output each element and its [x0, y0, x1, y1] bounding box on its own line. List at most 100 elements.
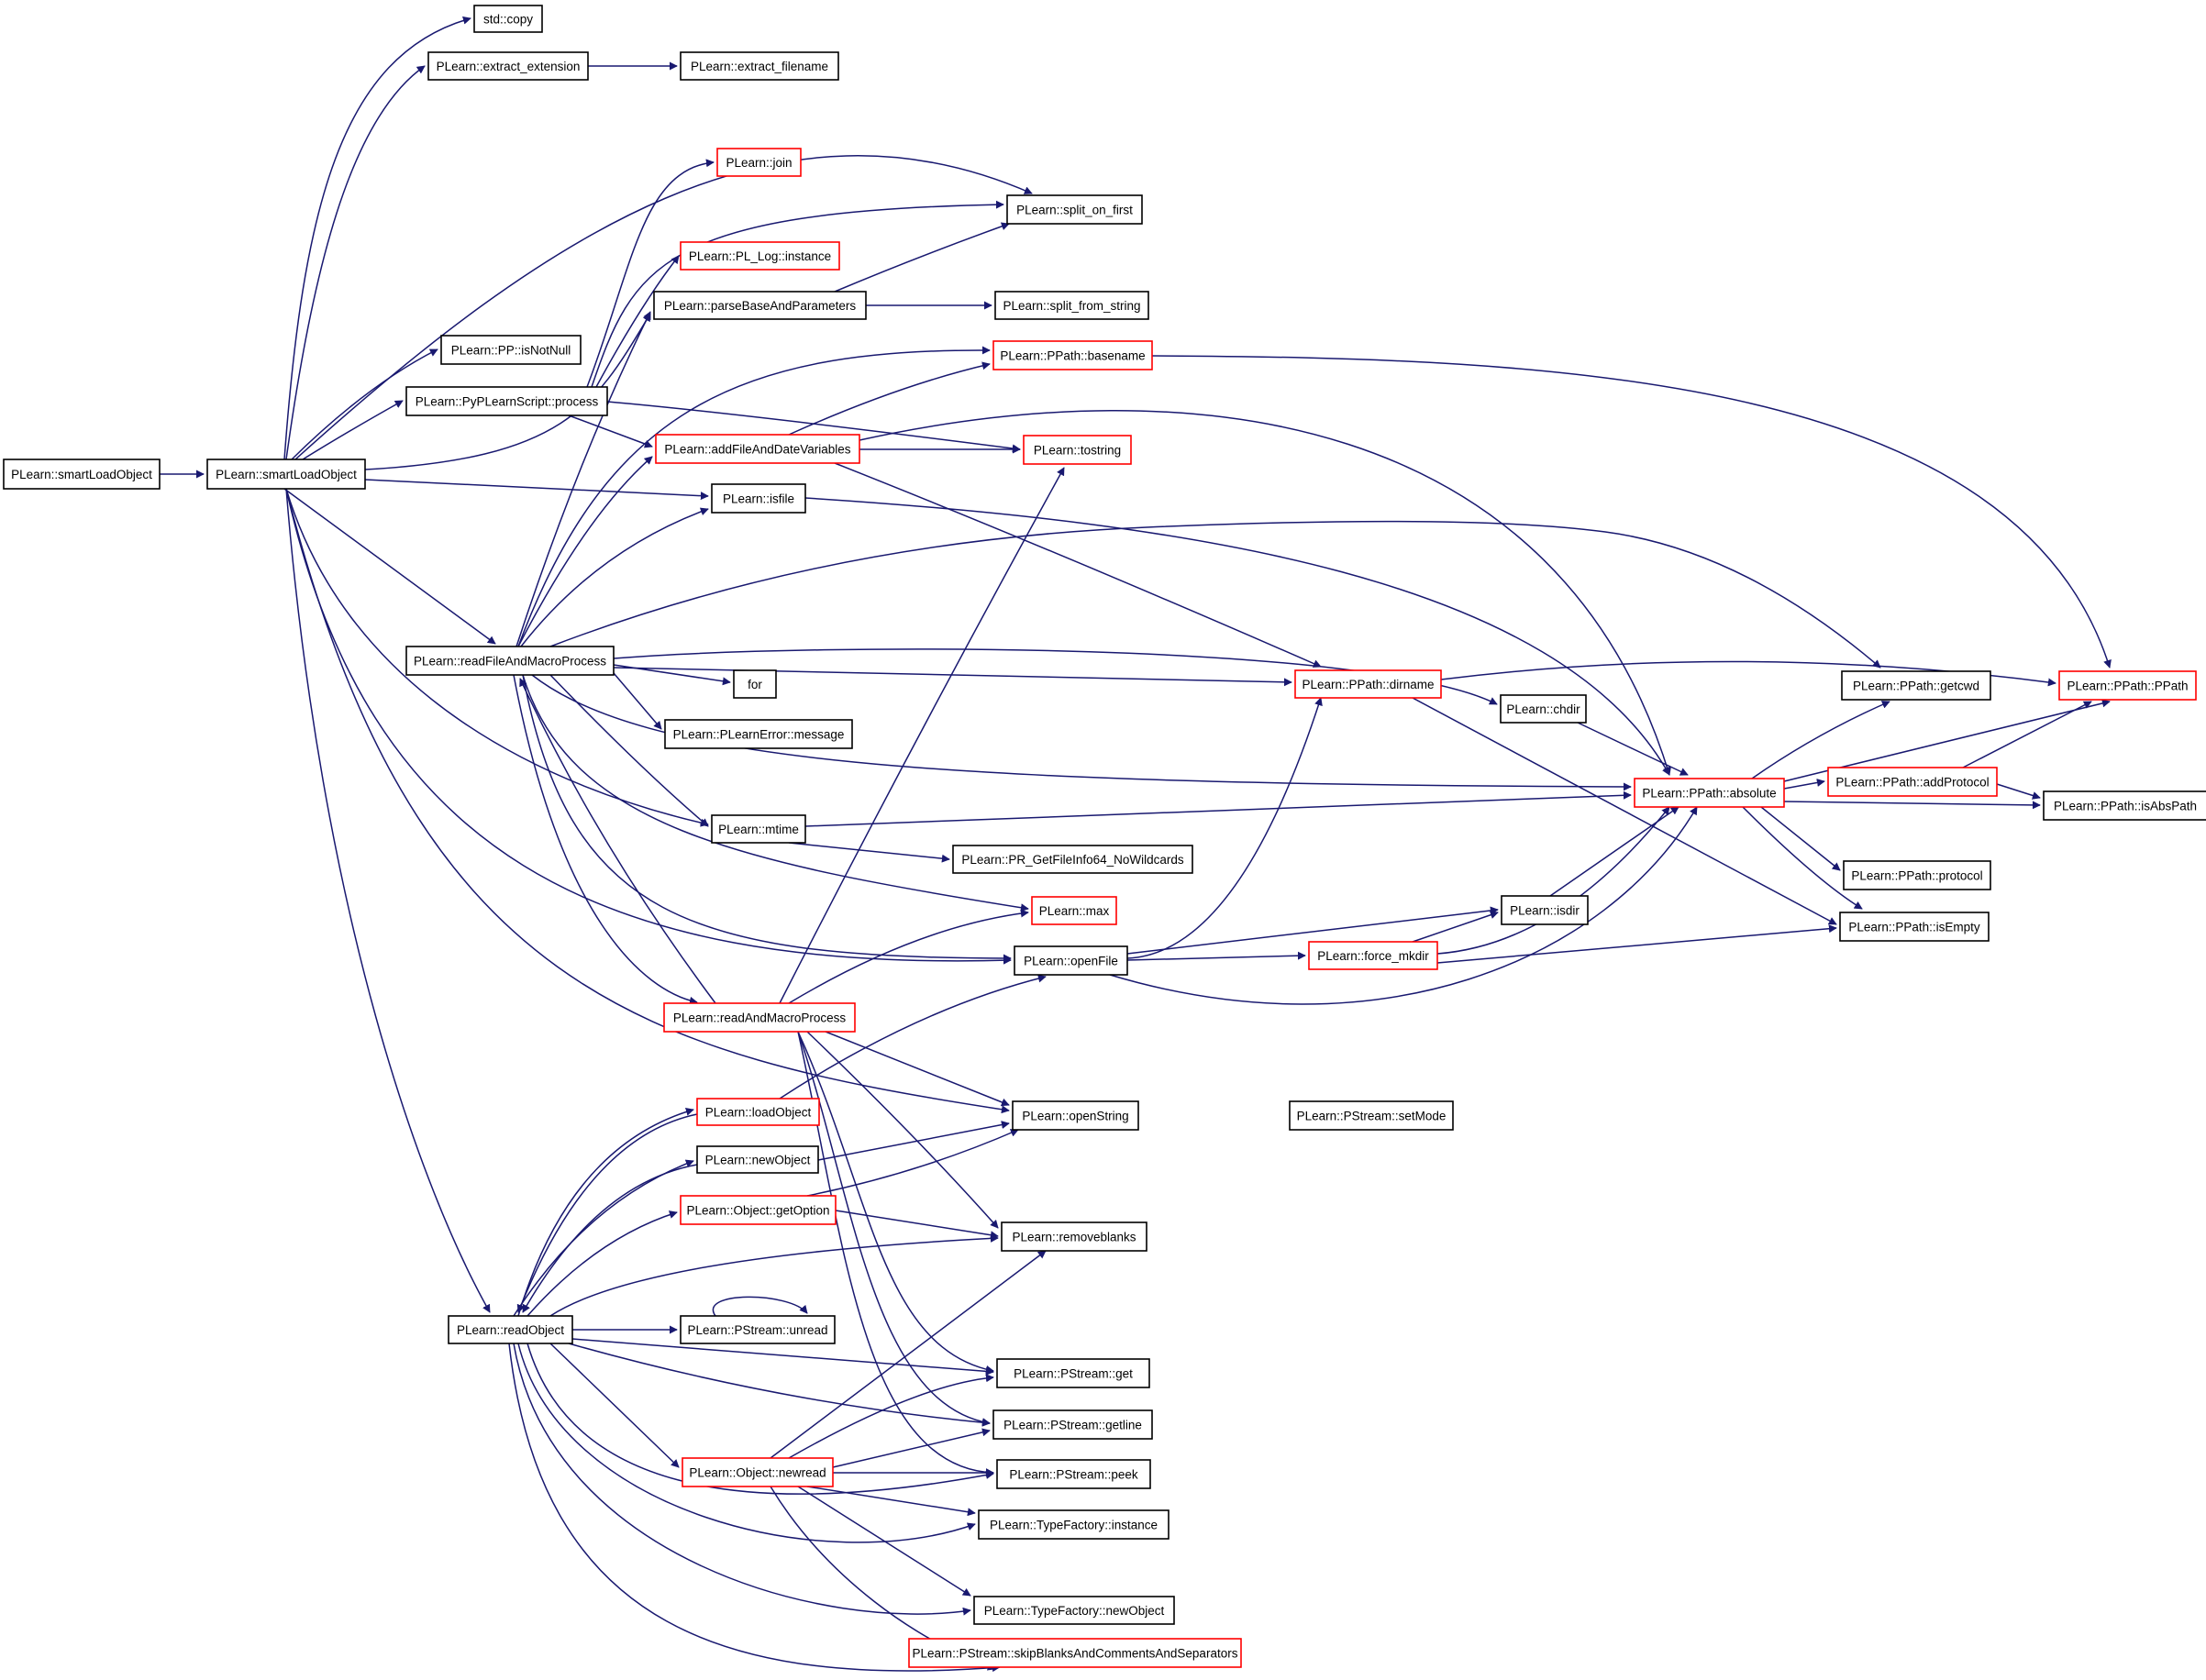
call-edge-slo-to-openstr: [285, 488, 1010, 1114]
function-node-slo[interactable]: PLearn::smartLoadObject: [206, 459, 366, 490]
call-edge-rfamp-to-basename: [517, 346, 991, 647]
call-edge-mtime-to-prget: [788, 842, 950, 863]
function-node-prget[interactable]: PLearn::PR_GetFileInfo64_NoWildcards: [952, 845, 1193, 874]
function-node-for[interactable]: for: [733, 669, 777, 699]
function-node-isdir[interactable]: PLearn::isdir: [1501, 895, 1589, 925]
function-node-tostring[interactable]: PLearn::tostring: [1023, 435, 1132, 465]
node-box: [664, 719, 853, 749]
node-label: PLearn::PPath::getcwd: [1853, 680, 1979, 693]
function-node-skip[interactable]: PLearn::PStream::skipBlanksAndCommentsAn…: [908, 1638, 1242, 1668]
node-label: PLearn::readObject: [457, 1323, 564, 1337]
node-box: [952, 845, 1193, 874]
call-edge-pyproc-to-tostring: [606, 401, 1021, 453]
node-label: PLearn::isdir: [1510, 904, 1580, 918]
function-node-tfinst[interactable]: PLearn::TypeFactory::instance: [978, 1509, 1170, 1540]
node-label: PLearn::removeblanks: [1012, 1231, 1136, 1244]
call-edge-rfamp-to-dirname: [613, 667, 1292, 687]
call-edge-readobj-to-get: [571, 1338, 994, 1376]
function-node-rfamp[interactable]: PLearn::readFileAndMacroProcess: [405, 646, 615, 676]
function-node-loadobj[interactable]: PLearn::loadObject: [696, 1098, 820, 1126]
call-edge-pyproc-to-addfdv: [568, 414, 653, 448]
function-node-split1[interactable]: PLearn::split_on_first: [1006, 194, 1143, 225]
function-node-rmblanks[interactable]: PLearn::removeblanks: [1001, 1221, 1147, 1252]
function-node-isabs[interactable]: PLearn::PPath::isAbsPath: [2043, 790, 2206, 821]
node-box: [1843, 860, 1991, 890]
function-node-protocol[interactable]: PLearn::PPath::protocol: [1843, 860, 1991, 890]
call-edge-basename-to-ppath: [1151, 355, 2112, 669]
call-edge-rfamp-to-addfdv: [517, 456, 653, 647]
node-box: [440, 335, 582, 365]
function-node-setmode[interactable]: PLearn::PStream::setMode: [1289, 1100, 1454, 1131]
function-node-newread[interactable]: PLearn::Object::newread: [682, 1457, 834, 1487]
call-edge-openfile-to-isdir: [1126, 906, 1499, 955]
node-label: PLearn::max: [1039, 904, 1110, 918]
node-label: PLearn::PR_GetFileInfo64_NoWildcards: [961, 853, 1184, 867]
function-node-dirname[interactable]: PLearn::PPath::dirname: [1294, 669, 1442, 699]
function-node-addfdv[interactable]: PLearn::addFileAndDateVariables: [655, 434, 860, 464]
function-node-getcwd[interactable]: PLearn::PPath::getcwd: [1841, 670, 1991, 701]
call-edge-addfdv-to-absolute: [859, 409, 1671, 776]
function-node-getline[interactable]: PLearn::PStream::getline: [992, 1409, 1153, 1440]
function-node-addproto[interactable]: PLearn::PPath::addProtocol: [1827, 767, 1998, 797]
call-edge-newread-to-tfinst: [806, 1486, 976, 1517]
call-edge-rfamp-to-plerr: [613, 672, 662, 730]
call-edge-openfile-to-dirname: [1126, 697, 1323, 959]
function-node-getopt[interactable]: PLearn::Object::getOption: [680, 1195, 837, 1225]
function-node-pbap[interactable]: PLearn::parseBaseAndParameters: [653, 291, 867, 320]
function-node-pyproc[interactable]: PLearn::PyPLearnScript::process: [405, 386, 608, 416]
call-edge-slo-to-split1: [294, 155, 1033, 460]
call-edge-absolute-to-protocol: [1760, 806, 1841, 871]
function-node-plog[interactable]: PLearn::PL_Log::instance: [680, 241, 840, 271]
node-label: PLearn::newObject: [705, 1154, 811, 1167]
function-node-max[interactable]: PLearn::max: [1031, 896, 1117, 925]
node-label: PLearn::parseBaseAndParameters: [664, 299, 857, 313]
function-node-newobj[interactable]: PLearn::newObject: [696, 1145, 819, 1174]
node-label: PLearn::PPath::protocol: [1851, 869, 1982, 883]
function-node-plerr[interactable]: PLearn::PLearnError::message: [664, 719, 853, 749]
node-label: PLearn::PyPLearnScript::process: [416, 395, 599, 409]
node-layer: PLearn::smartLoadObject PLearn::smartLoad…: [3, 5, 2206, 1668]
call-edge-newobj-to-openstr: [817, 1121, 1010, 1161]
function-node-chdir[interactable]: PLearn::chdir: [1500, 694, 1587, 724]
call-edge-absolute-to-getcwd: [1751, 701, 1890, 779]
function-node-absolute[interactable]: PLearn::PPath::absolute: [1634, 778, 1785, 808]
function-node-basename[interactable]: PLearn::PPath::basename: [992, 340, 1153, 370]
node-box: [1031, 896, 1117, 925]
function-node-openfile[interactable]: PLearn::openFile: [1014, 945, 1128, 976]
node-box: [405, 646, 615, 676]
function-node-readobj[interactable]: PLearn::readObject: [448, 1315, 573, 1344]
function-node-get[interactable]: PLearn::PStream::get: [996, 1358, 1150, 1388]
call-edge-slo-to-readobj: [285, 488, 491, 1313]
function-node-join[interactable]: PLearn::join: [716, 148, 802, 177]
call-edge-readobj-to-peek: [527, 1343, 994, 1495]
function-node-unread[interactable]: PLearn::PStream::unread: [680, 1315, 836, 1344]
call-edge-mtime-to-absolute: [804, 790, 1632, 827]
call-edge-dirname-to-isempty: [1412, 697, 1837, 925]
function-node-mkdir[interactable]: PLearn::force_mkdir: [1308, 941, 1438, 970]
node-label: PLearn::chdir: [1506, 702, 1580, 716]
function-node-ramp[interactable]: PLearn::readAndMacroProcess: [663, 1002, 856, 1033]
function-node-peek[interactable]: PLearn::PStream::peek: [996, 1459, 1151, 1489]
function-node-extfn[interactable]: PLearn::extract_filename: [680, 51, 839, 81]
function-node-openstr[interactable]: PLearn::openString: [1012, 1100, 1139, 1131]
function-node-splitstr[interactable]: PLearn::split_from_string: [994, 291, 1149, 320]
node-box: [716, 148, 802, 177]
function-node-mtime[interactable]: PLearn::mtime: [711, 814, 806, 844]
node-box: [1023, 435, 1132, 465]
function-node-ppath[interactable]: PLearn::PPath::PPath: [2058, 670, 2197, 701]
function-node-notnull[interactable]: PLearn::PP::isNotNull: [440, 335, 582, 365]
function-node-root: PLearn::smartLoadObject: [3, 459, 161, 490]
function-node-isfile[interactable]: PLearn::isfile: [711, 483, 806, 514]
function-node-copy[interactable]: std::copy: [473, 5, 543, 33]
call-edge-slo-to-rfamp: [283, 488, 496, 645]
node-label: PLearn::isfile: [723, 492, 794, 506]
node-box: [992, 340, 1153, 370]
node-box: [696, 1098, 820, 1126]
node-label: for: [748, 678, 762, 691]
node-box: [206, 459, 366, 490]
function-node-isempty[interactable]: PLearn::PPath::isEmpty: [1839, 912, 1990, 942]
call-edge-mkdir-to-isdir: [1412, 911, 1499, 943]
function-node-tfnew[interactable]: PLearn::TypeFactory::newObject: [973, 1596, 1175, 1625]
call-edge-slo-to-mtime: [285, 488, 709, 827]
function-node-extext[interactable]: PLearn::extract_extension: [427, 51, 589, 81]
